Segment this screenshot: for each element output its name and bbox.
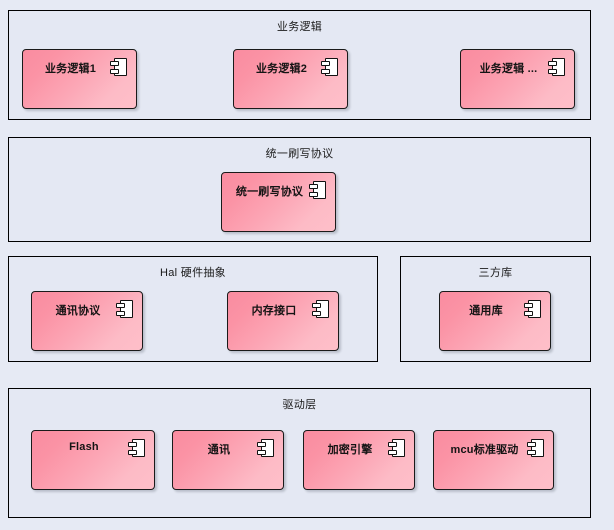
component-label: 内存接口	[251, 305, 297, 317]
band-business-logic[interactable]: 业务逻辑 业务逻辑1 业务逻辑2 业务逻辑 ...	[8, 10, 591, 120]
component-communication-protocol[interactable]: 通讯协议	[31, 291, 143, 351]
band-title-unified-flash-protocol: 统一刷写协议	[265, 148, 334, 160]
uml-component-icon	[128, 439, 145, 457]
uml-component-icon	[388, 439, 405, 457]
band-title-hal: Hal 硬件抽象	[160, 267, 226, 279]
band-driver-layer[interactable]: 驱动层 Flash 通讯 加密引擎 mcu标准驱动	[8, 388, 591, 518]
uml-component-icon	[110, 58, 127, 76]
component-label: 业务逻辑1	[44, 63, 97, 75]
uml-component-icon	[257, 439, 274, 457]
uml-component-icon	[312, 300, 329, 318]
component-label: 业务逻辑 ...	[479, 63, 538, 75]
component-communication[interactable]: 通讯	[172, 430, 284, 490]
uml-component-icon	[321, 58, 338, 76]
uml-component-icon	[309, 181, 326, 199]
uml-component-icon	[548, 58, 565, 76]
uml-component-icon	[527, 439, 544, 457]
uml-component-icon	[116, 300, 133, 318]
band-third-party-library[interactable]: 三方库 通用库	[400, 256, 591, 362]
component-label: 通用库	[469, 305, 503, 317]
component-flash[interactable]: Flash	[31, 430, 155, 490]
component-business-logic-more[interactable]: 业务逻辑 ...	[460, 49, 575, 109]
component-label: 通讯	[207, 444, 231, 456]
component-label: Flash	[69, 441, 99, 453]
component-business-logic-2[interactable]: 业务逻辑2	[233, 49, 348, 109]
component-label: 统一刷写协议	[235, 186, 304, 198]
component-mcu-standard-driver[interactable]: mcu标准驱动	[433, 430, 554, 490]
band-hal[interactable]: Hal 硬件抽象 通讯协议 内存接口	[8, 256, 378, 362]
band-title-business-logic: 业务逻辑	[276, 21, 323, 33]
component-unified-flash-protocol[interactable]: 统一刷写协议	[221, 172, 336, 232]
band-title-driver-layer: 驱动层	[282, 399, 317, 411]
component-label: mcu标准驱动	[450, 444, 519, 456]
component-business-logic-1[interactable]: 业务逻辑1	[22, 49, 137, 109]
component-memory-interface[interactable]: 内存接口	[227, 291, 339, 351]
component-encryption-engine[interactable]: 加密引擎	[303, 430, 415, 490]
band-title-third-party-library: 三方库	[478, 267, 513, 279]
uml-component-icon	[524, 300, 541, 318]
component-label: 通讯协议	[55, 305, 101, 317]
component-label: 业务逻辑2	[255, 63, 308, 75]
band-unified-flash-protocol[interactable]: 统一刷写协议 统一刷写协议	[8, 137, 591, 242]
component-label: 加密引擎	[327, 444, 373, 456]
component-general-library[interactable]: 通用库	[439, 291, 551, 351]
